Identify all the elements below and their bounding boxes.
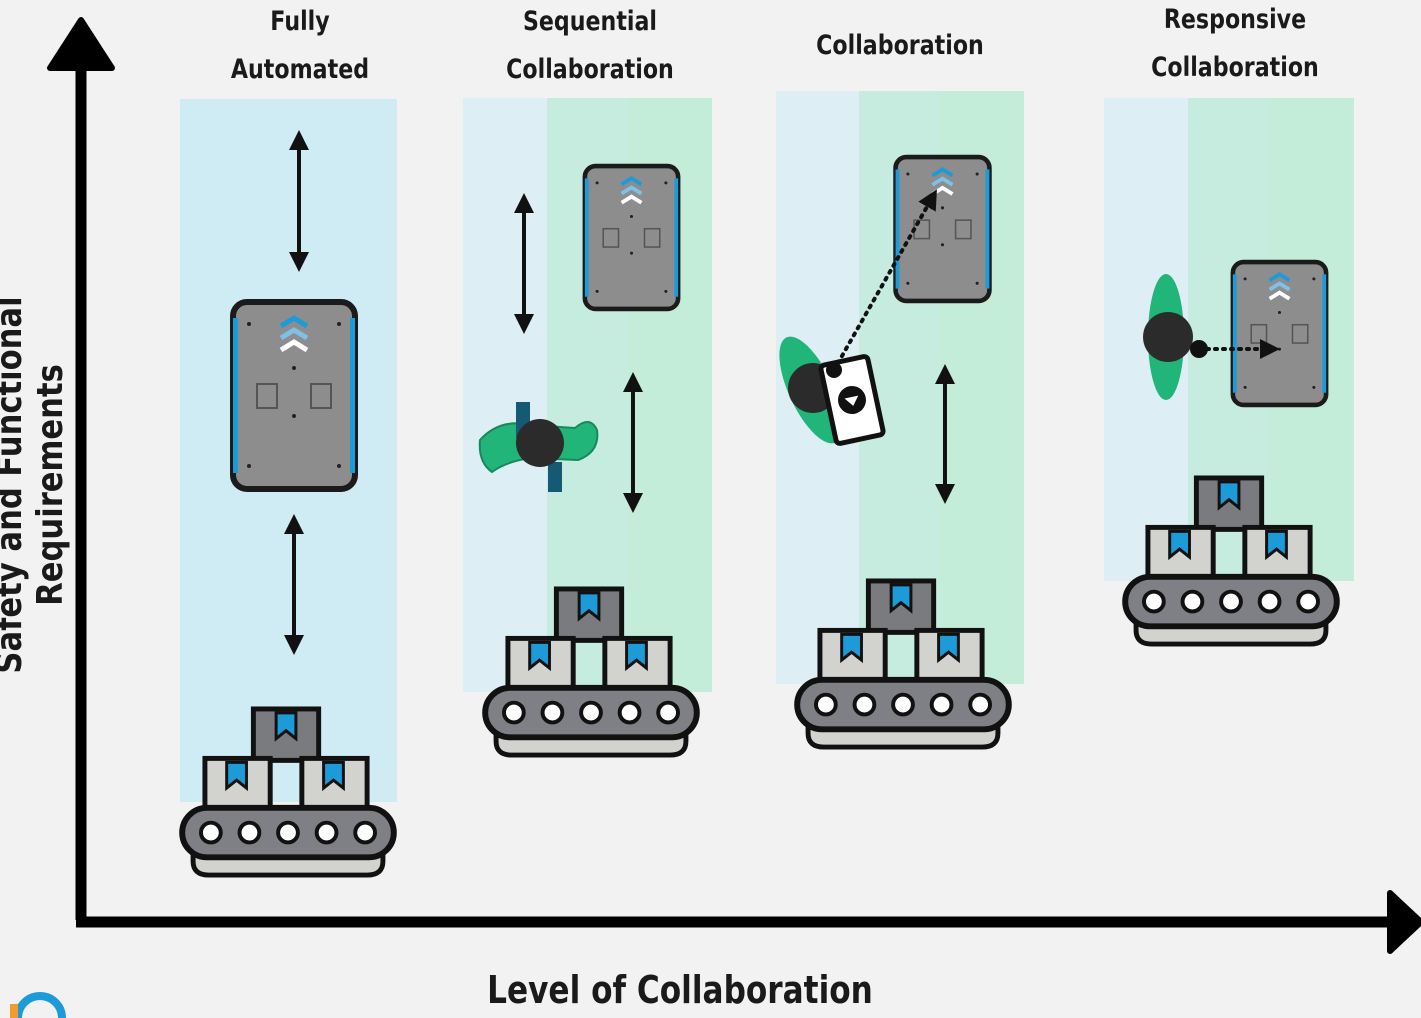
tablet-icon: [818, 354, 886, 446]
mobile-robot-icon: [896, 157, 990, 301]
interaction-origin: [1190, 340, 1208, 358]
y-axis-label: Safety and Functional Requirements: [0, 296, 71, 674]
mobile-robot-icon: [1233, 262, 1326, 405]
column-title-collaboration: Collaboration: [816, 30, 984, 61]
x-axis-label: Level of Collaboration: [487, 968, 873, 1012]
human-worker-icon: [1143, 274, 1193, 400]
zone-human: [463, 98, 548, 692]
human-worker-icon: [478, 402, 599, 492]
y-axis-arrowhead: [47, 17, 115, 71]
mobile-robot-icon: [233, 302, 355, 489]
logo-icon: [14, 992, 66, 1018]
x-axis-arrowhead: [1387, 890, 1421, 954]
logo-accent: [10, 1004, 18, 1018]
interaction-arrow: [832, 189, 937, 372]
interaction-origin: [826, 362, 842, 378]
mobile-robot-icon: [585, 166, 678, 309]
